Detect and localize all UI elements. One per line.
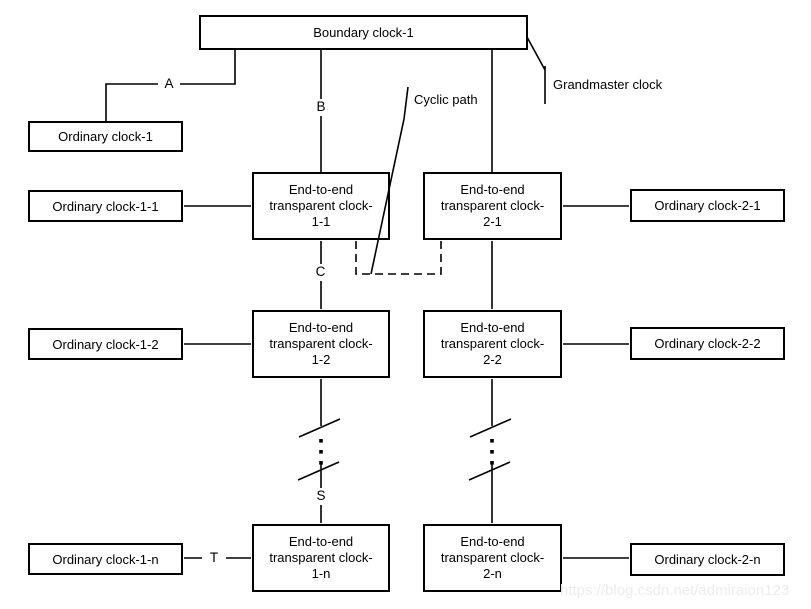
node-label-line: End-to-end (460, 182, 525, 197)
node-label-line: transparent clock- (269, 550, 373, 565)
node-transparent-clock-1-1: End-to-end transparent clock- 1-1 (252, 172, 390, 240)
node-label-line: 1-n (311, 566, 331, 581)
node-label-line: 1-2 (311, 352, 331, 367)
node-ordinary-clock-1-n: Ordinary clock-1-n (28, 543, 183, 575)
node-boundary-clock-1: Boundary clock-1 (199, 15, 528, 50)
node-label-line: transparent clock- (269, 336, 373, 351)
node-ordinary-clock-1-2: Ordinary clock-1-2 (28, 328, 183, 360)
node-label-line: transparent clock- (440, 198, 545, 213)
node-transparent-clock-1-2: End-to-end transparent clock- 1-2 (252, 310, 390, 378)
annotation-cyclic-path: Cyclic path (414, 92, 478, 107)
ellipsis-dot (319, 461, 323, 465)
annotation-grandmaster-clock: Grandmaster clock (553, 77, 663, 92)
ellipsis-dot (490, 439, 494, 443)
node-label: Ordinary clock-1-2 (52, 336, 159, 352)
ellipsis-dot (319, 450, 323, 454)
ellipsis-dot (490, 461, 494, 465)
cyclic-path-dashed-loop (355, 241, 442, 275)
break-slash-right-bottom (468, 461, 511, 481)
node-label: Ordinary clock-1-n (52, 551, 159, 567)
node-label-line: 2-1 (483, 214, 502, 229)
node-label-line: 1-1 (311, 214, 331, 229)
node-transparent-clock-1-n: End-to-end transparent clock- 1-n (252, 524, 390, 592)
edge-label-t: T (202, 550, 226, 566)
node-ordinary-clock-2-1: Ordinary clock-2-1 (630, 189, 785, 222)
node-label-line: End-to-end (288, 320, 354, 335)
node-label: Ordinary clock-2-n (654, 552, 761, 567)
node-transparent-clock-2-1: End-to-end transparent clock- 2-1 (423, 172, 562, 240)
edge-label-s: S (311, 488, 331, 505)
node-ordinary-clock-2-n: Ordinary clock-2-n (630, 543, 785, 576)
watermark: https://blog.csdn.net/admiraion123 (560, 582, 790, 599)
edge-label-b: B (310, 99, 332, 116)
ellipsis-dot (490, 450, 494, 454)
node-label-line: transparent clock- (440, 550, 545, 565)
ellipsis-dot (319, 439, 323, 443)
break-slash-left-bottom (297, 461, 340, 481)
node-label-line: transparent clock- (269, 198, 373, 213)
node-label-line: End-to-end (460, 534, 525, 549)
node-label: Boundary clock-1 (313, 25, 414, 40)
node-label-line: End-to-end (288, 534, 354, 549)
grandmaster-leader-line (526, 36, 546, 104)
node-label-line: 2-n (483, 566, 502, 581)
edge-label-a: A (158, 76, 180, 92)
node-label-line: transparent clock- (440, 336, 545, 351)
edge-label-c: C (309, 264, 332, 281)
node-label: Ordinary clock-1-1 (52, 198, 159, 214)
node-label-line: End-to-end (460, 320, 525, 335)
node-label: Ordinary clock-2-2 (654, 336, 761, 351)
node-label: Ordinary clock-1 (58, 129, 153, 144)
node-ordinary-clock-1-1: Ordinary clock-1-1 (28, 190, 183, 222)
node-transparent-clock-2-n: End-to-end transparent clock- 2-n (423, 524, 562, 592)
node-ordinary-clock-2-2: Ordinary clock-2-2 (630, 327, 785, 360)
node-label-line: End-to-end (288, 182, 354, 197)
node-label-line: 2-2 (483, 352, 502, 367)
node-label: Ordinary clock-2-1 (654, 198, 761, 213)
break-slash-left-top (298, 418, 341, 438)
break-slash-right-top (469, 418, 512, 438)
node-ordinary-clock-1: Ordinary clock-1 (28, 121, 183, 152)
node-transparent-clock-2-2: End-to-end transparent clock- 2-2 (423, 310, 562, 378)
